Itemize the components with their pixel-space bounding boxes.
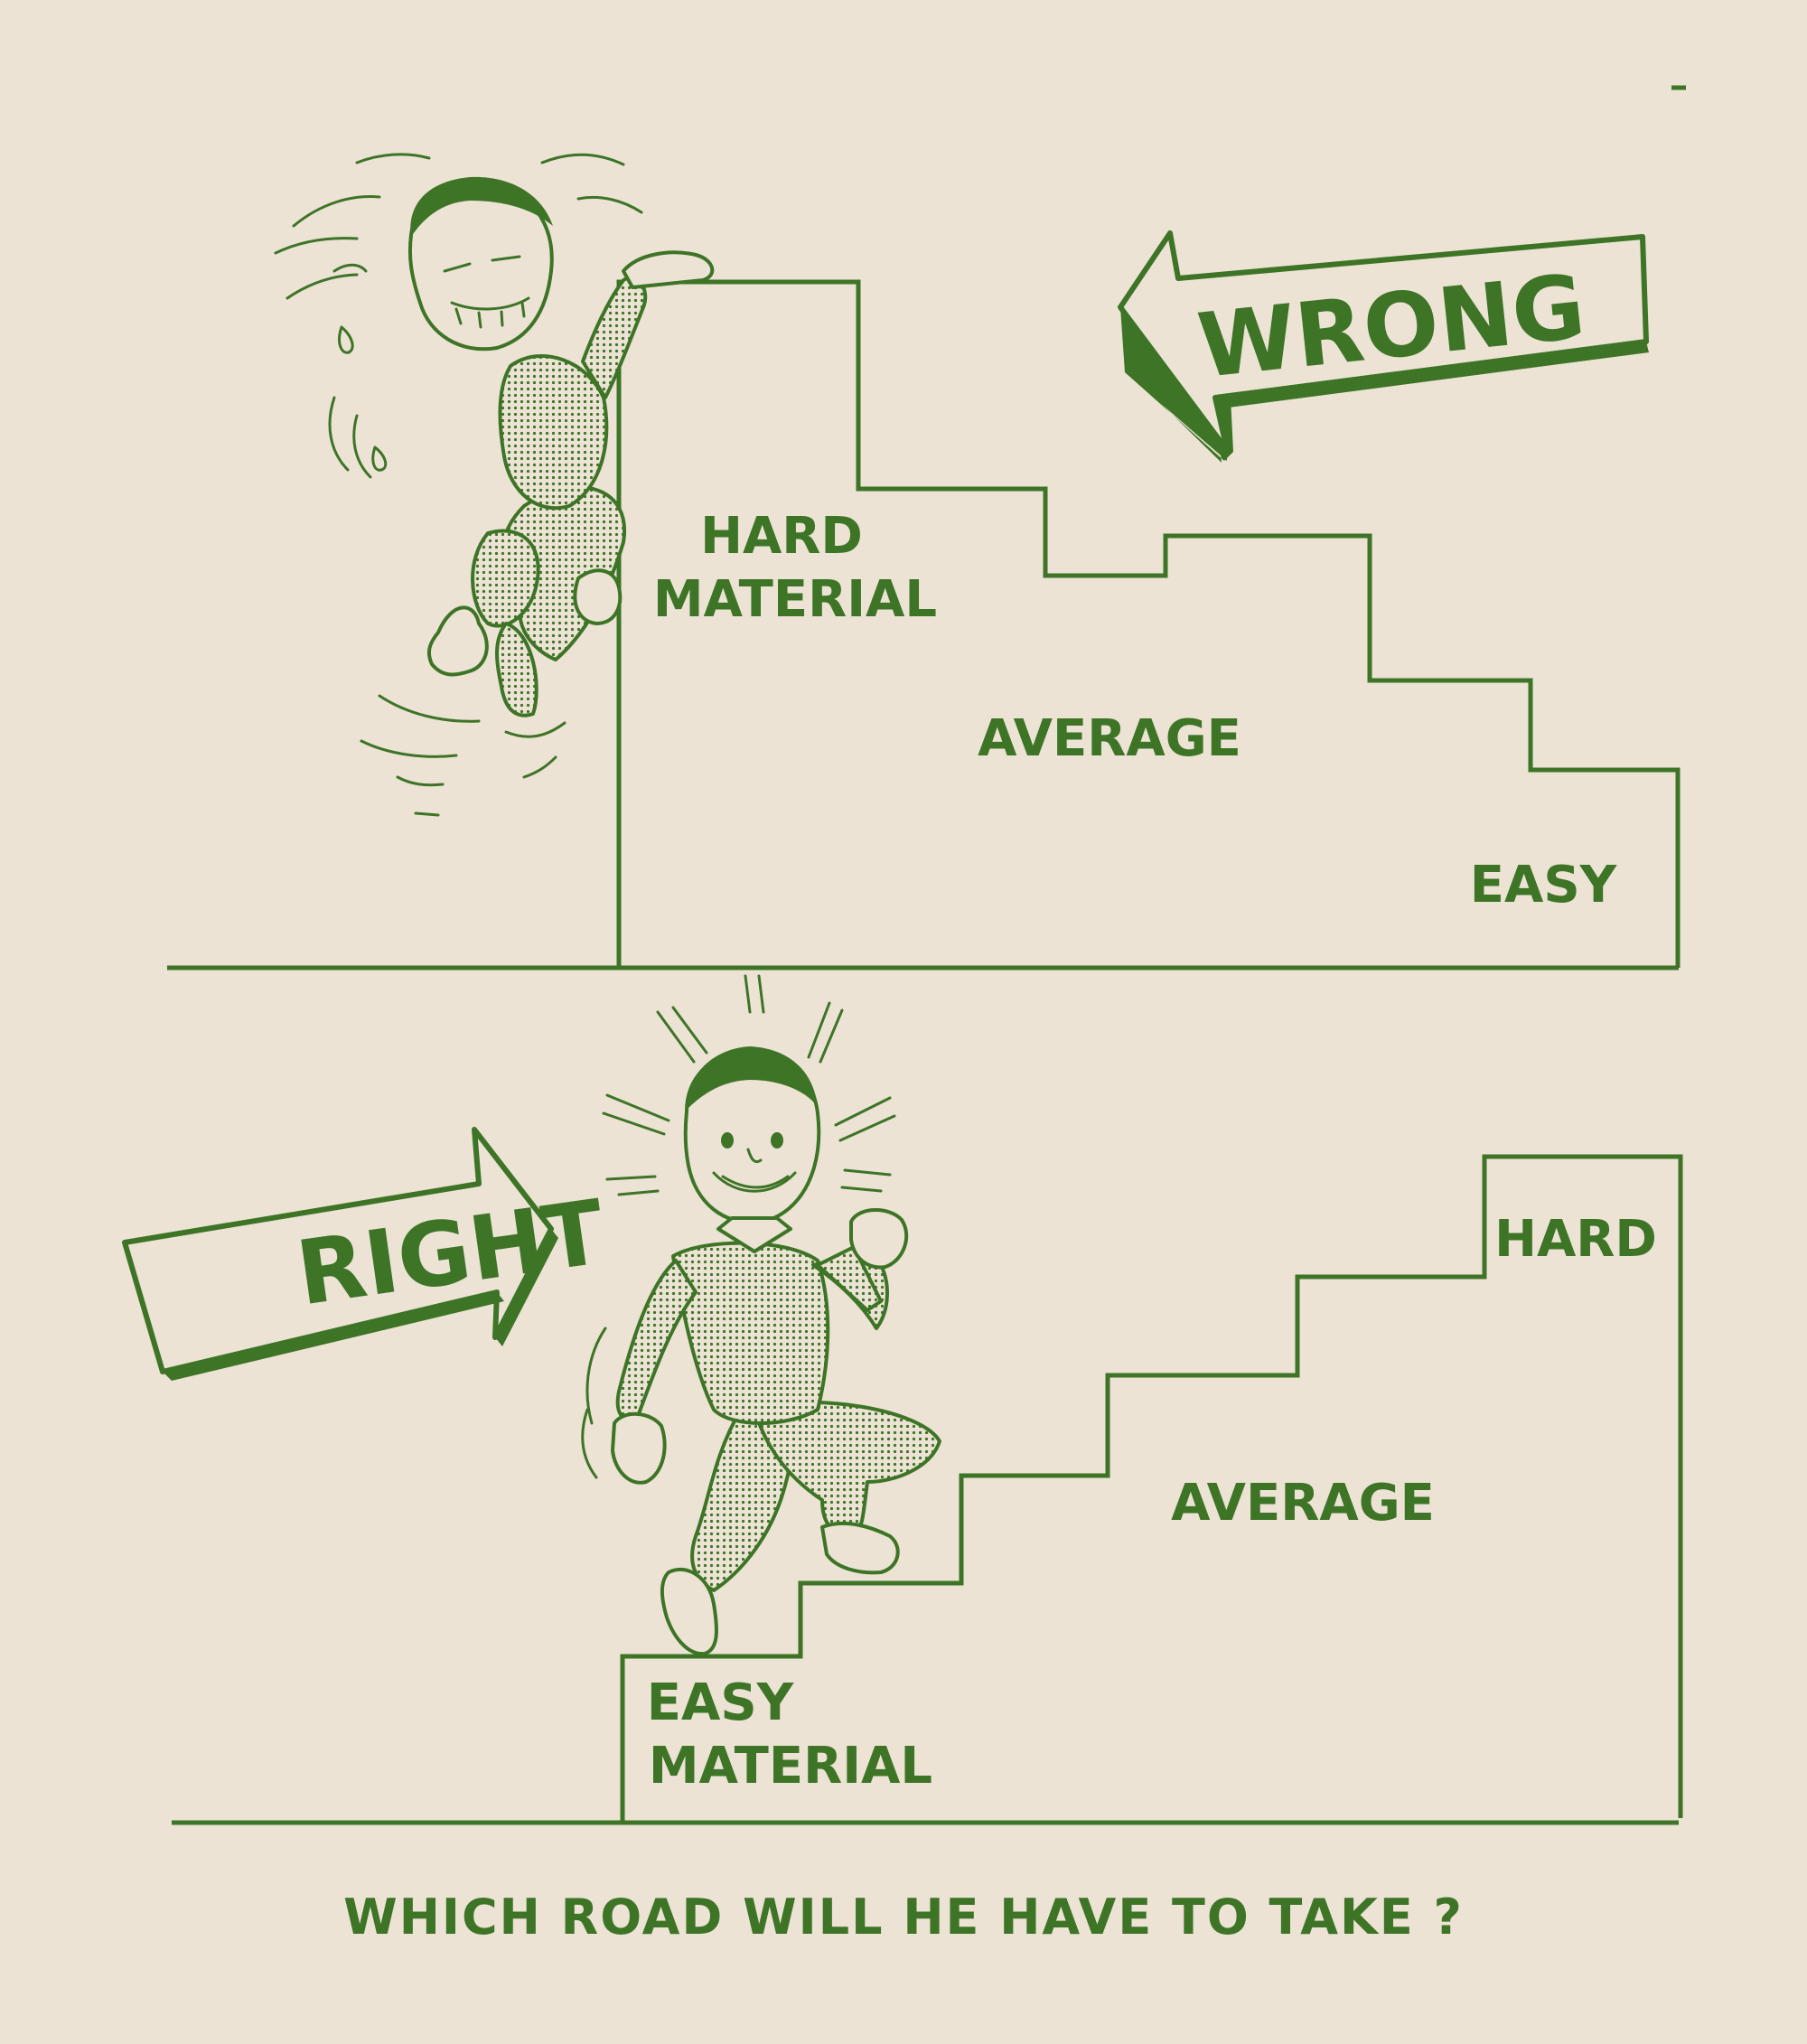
top-staircase: [616, 279, 1681, 968]
top-label-easy: EASY: [1470, 856, 1618, 914]
right-arrow: RIGHT: [122, 1127, 611, 1381]
bottom-staircase: [620, 1154, 1683, 1823]
bottom-label-hard: HARD: [1494, 1210, 1657, 1269]
bottom-label-average: AVERAGE: [1171, 1474, 1435, 1533]
right-arrow-edge-bottom: [163, 1292, 504, 1381]
caption: WHICH ROAD WILL HE HAVE TO TAKE ?: [343, 1889, 1464, 1946]
top-label-material: MATERIAL: [653, 570, 937, 629]
top-label-hard: HARD: [700, 507, 863, 566]
happy-man-figure: [581, 974, 941, 1656]
wrong-arrow-edge: [1215, 342, 1649, 408]
top-panel: WRONG HARD MATERIAL AVERAGE EASY: [167, 153, 1681, 970]
top-label-average: AVERAGE: [978, 709, 1241, 768]
wrong-arrow: WRONG: [1118, 230, 1649, 463]
right-arrow-edge-tip: [495, 1229, 558, 1346]
struggling-man-figure: [274, 153, 715, 817]
bottom-label-easy: EASY: [647, 1674, 795, 1732]
right-arrow-label: RIGHT: [291, 1181, 611, 1326]
wrong-arrow-depth: [1120, 307, 1227, 461]
bottom-panel: RIGHT HARD AVERAGE EASY MATERIAL: [122, 974, 1683, 1825]
bottom-label-material: MATERIAL: [649, 1737, 932, 1796]
